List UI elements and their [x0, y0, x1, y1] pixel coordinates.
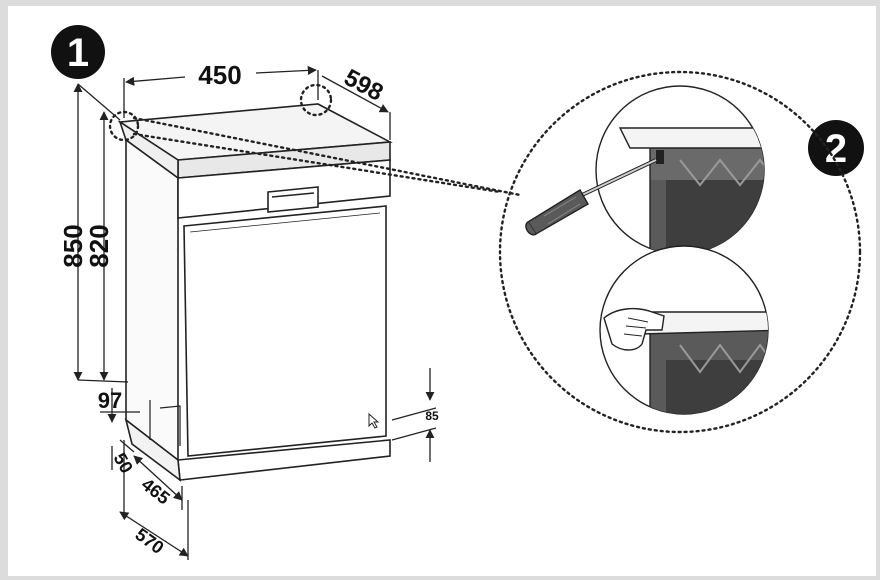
- dim-height-body-label: 820: [84, 224, 114, 267]
- step-1-number: 1: [67, 31, 89, 75]
- step-2-number: 2: [825, 127, 847, 171]
- leader-line-lower: [132, 132, 502, 194]
- leader-line-upper: [132, 116, 522, 197]
- dim-depth-top-label: 598: [340, 64, 388, 107]
- corner-highlight-right: [299, 83, 333, 117]
- dim-plinth-recess-label: 50: [110, 449, 137, 476]
- dim-plinth-height-label: 97: [98, 388, 122, 413]
- step-2-badge: 2: [808, 120, 864, 176]
- detail-lift-top: [599, 245, 769, 415]
- detail-magnifier-circle: [498, 70, 862, 434]
- screwdriver-icon: [525, 158, 657, 236]
- dim-depth-total-label: 570: [131, 524, 167, 558]
- dim-width-label: 450: [198, 60, 241, 90]
- hand-icon: [603, 307, 665, 351]
- detail-callouts: [108, 70, 862, 434]
- dim-door-gap-label: 85: [425, 409, 439, 423]
- step-1-badge: 1: [51, 25, 105, 79]
- dim-depth-body-label: 465: [138, 474, 174, 508]
- detail-screwdriver: [525, 85, 765, 255]
- dim-height-total-label: 850: [58, 224, 88, 267]
- dishwasher: [117, 103, 393, 482]
- dimension-lines: [73, 65, 437, 560]
